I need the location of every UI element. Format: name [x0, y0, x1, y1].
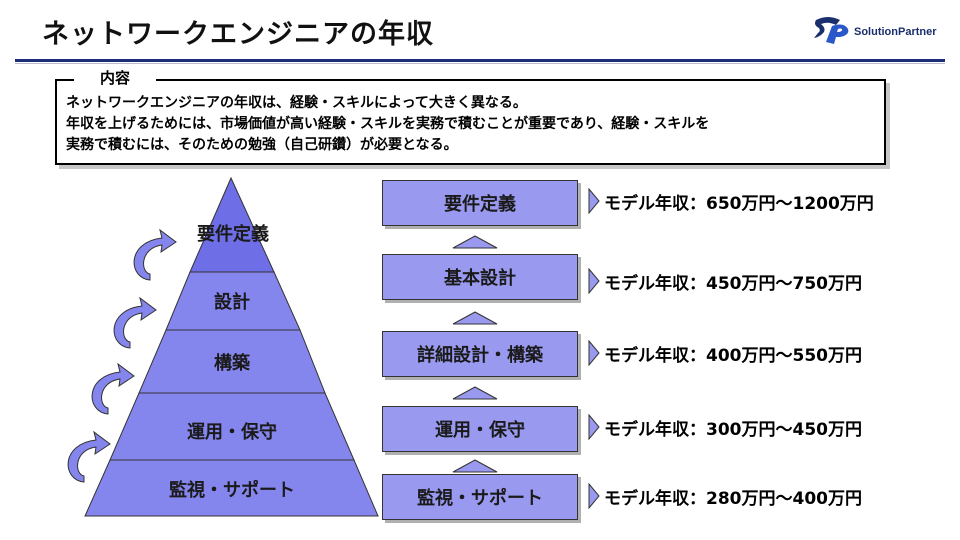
company-logo: SolutionPartner [810, 12, 950, 52]
content-line: 実務で積むには、そのための勉強（自己研鑽）が必要となる。 [66, 137, 458, 153]
step-box-detailed-design: 詳細設計・構築 [382, 331, 578, 377]
up-triangle-icon [452, 235, 498, 249]
salary-row: モデル年収：280万円～400万円 [588, 483, 862, 509]
up-triangle-icon [452, 311, 498, 325]
step-box-requirements: 要件定義 [382, 180, 578, 226]
step-box-operation: 運用・保守 [382, 406, 578, 452]
curved-up-arrow-icon [113, 296, 157, 349]
step-box-monitoring: 監視・サポート [382, 474, 578, 520]
salary-text: モデル年収：280万円～400万円 [604, 488, 862, 509]
pyramid-tier-5 [84, 459, 379, 517]
logo-text: SolutionPartner [854, 26, 937, 38]
salary-text: モデル年収：450万円～750万円 [604, 273, 862, 294]
content-box-label: 内容 [74, 67, 157, 88]
salary-row: モデル年収：300万円～450万円 [588, 414, 862, 440]
page-title: ネットワークエンジニアの年収 [42, 19, 434, 50]
career-pyramid [67, 176, 379, 517]
solution-partner-logo-icon [814, 17, 849, 44]
step-box-basic-design: 基本設計 [382, 254, 578, 300]
content-box [55, 79, 886, 165]
chevron-right-icon [588, 340, 600, 366]
up-triangle-icon [452, 386, 498, 400]
curved-up-arrow-icon [67, 430, 111, 483]
content-line: ネットワークエンジニアの年収は、経験・スキルによって大きく異なる。 [66, 95, 527, 111]
pyramid-label: 運用・保守 [187, 422, 277, 443]
chevron-right-icon [588, 188, 600, 214]
pyramid-label: 要件定義 [197, 224, 269, 245]
chevron-right-icon [588, 268, 600, 294]
salary-row: モデル年収：450万円～750万円 [588, 268, 862, 294]
curved-up-arrow-icon [133, 228, 177, 281]
curved-up-arrow-icon [91, 362, 135, 415]
salary-text: モデル年収：300万円～450万円 [604, 419, 862, 440]
chevron-right-icon [588, 483, 600, 509]
pyramid-label: 構築 [214, 353, 250, 374]
up-triangle-icon [452, 459, 498, 473]
pyramid-label: 設計 [214, 292, 250, 313]
header-rule-thin [15, 63, 945, 64]
salary-row: モデル年収：400万円～550万円 [588, 340, 862, 366]
salary-text: モデル年収：650万円～1200万円 [604, 193, 874, 214]
salary-text: モデル年収：400万円～550万円 [604, 345, 862, 366]
content-text: ネットワークエンジニアの年収は、経験・スキルによって大きく異なる。 年収を上げる… [66, 93, 876, 156]
header-rule [15, 59, 945, 62]
pyramid-label: 監視・サポート [169, 480, 295, 501]
content-line: 年収を上げるためには、市場価値が高い経験・スキルを実務で積むことが重要であり、経… [66, 116, 710, 132]
chevron-right-icon [588, 414, 600, 440]
salary-row: モデル年収：650万円～1200万円 [588, 188, 874, 214]
